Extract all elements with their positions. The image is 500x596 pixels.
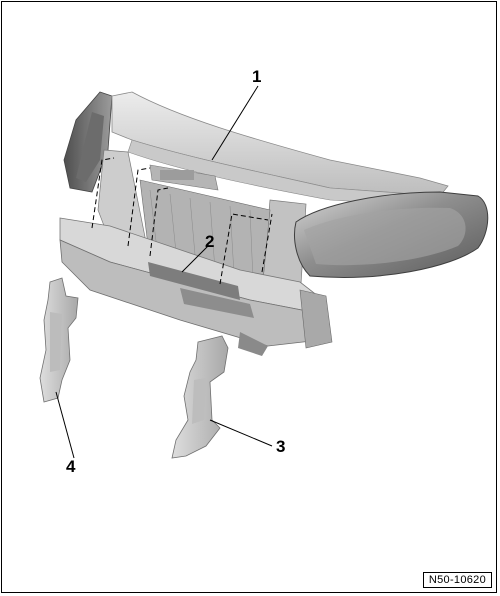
callout-3: 3 xyxy=(276,437,285,456)
callout-1: 1 xyxy=(252,67,261,86)
leader-lines xyxy=(55,85,273,459)
part-4-left-air-guide xyxy=(39,277,79,403)
leader-line-2 xyxy=(181,245,209,273)
figure-reference-number: N50-10620 xyxy=(422,572,492,588)
callout-2: 2 xyxy=(205,232,214,251)
right-headlight xyxy=(294,191,489,278)
leader-line-3 xyxy=(209,419,273,447)
leader-line-1 xyxy=(211,85,259,161)
left-headlight xyxy=(63,91,113,193)
part-3-air-guide xyxy=(171,335,229,459)
callout-4: 4 xyxy=(66,457,76,476)
leader-line-4 xyxy=(55,391,75,459)
assembly-guide-lines xyxy=(91,157,273,285)
